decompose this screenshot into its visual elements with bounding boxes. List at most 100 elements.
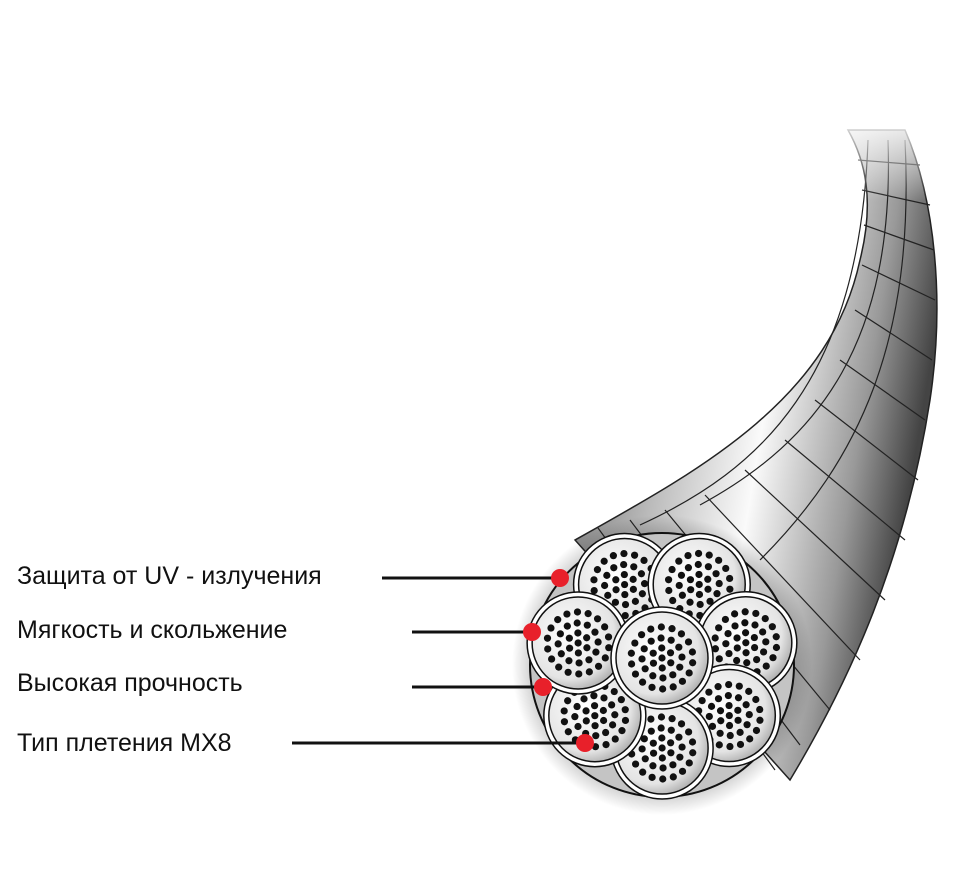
- fiber-dot: [657, 713, 666, 721]
- fiber-dot: [649, 762, 657, 770]
- fiber-dot: [772, 633, 780, 641]
- fiber-dot: [611, 598, 620, 606]
- fiber-dot: [575, 659, 583, 667]
- fiber-dot: [574, 649, 582, 657]
- fiber-dot: [627, 649, 635, 657]
- fiber-dot: [640, 580, 649, 588]
- marker-dot-softness: [523, 623, 541, 641]
- fiber-dot: [733, 656, 741, 665]
- fiber-dot: [564, 668, 572, 676]
- fiber-dot: [554, 616, 562, 624]
- fiber-dot: [708, 722, 717, 730]
- fiber-dot: [725, 649, 733, 658]
- fiber-dot: [557, 650, 565, 658]
- fiber-dot: [705, 688, 713, 696]
- fiber-dot: [601, 623, 609, 631]
- strands: [526, 532, 798, 800]
- grid-ring: [854, 309, 933, 361]
- fiber-dot: [600, 716, 608, 725]
- fiber-dot: [725, 701, 733, 710]
- fiber-dot: [684, 551, 692, 560]
- fiber-dot: [658, 754, 666, 762]
- fiber-dot: [563, 610, 571, 618]
- fiber-dot: [686, 576, 695, 584]
- fiber-dot: [574, 639, 582, 647]
- fiber-dot: [772, 643, 781, 652]
- fiber-dot: [753, 655, 761, 664]
- fiber-dot: [668, 715, 676, 723]
- fiber-dot: [593, 615, 602, 623]
- fiber-dot: [641, 755, 649, 763]
- fiber-dot: [665, 586, 673, 595]
- fiber-dot: [752, 726, 761, 735]
- fiber-dot: [621, 611, 629, 620]
- fiber-dot: [704, 575, 712, 583]
- fiber-dot: [641, 665, 649, 673]
- fiber-dot: [602, 728, 610, 737]
- fiber-dot: [601, 581, 609, 590]
- fiber-dot: [608, 701, 616, 709]
- fiber-dot: [573, 608, 582, 616]
- fiber-dot: [762, 638, 770, 646]
- fiber-dot: [658, 654, 666, 662]
- fiber-dot: [649, 649, 657, 657]
- fiber-dot: [629, 575, 637, 583]
- fiber-dot: [631, 597, 639, 605]
- fiber-dot: [647, 727, 655, 735]
- fiber-dot: [658, 744, 666, 752]
- fiber-dot: [621, 706, 629, 714]
- fiber-dot: [600, 557, 608, 565]
- grid-ring: [839, 359, 926, 421]
- fiber-dot: [669, 596, 677, 605]
- fiber-dot: [669, 671, 677, 679]
- fiber-dot: [564, 697, 572, 705]
- fiber-dot: [638, 678, 647, 686]
- fiber-dot: [759, 628, 767, 636]
- fiber-dot: [695, 580, 703, 589]
- fiber-dot: [605, 644, 613, 652]
- fiber-dot: [604, 633, 613, 641]
- label-softness: Мягкость и скольжение: [17, 616, 288, 644]
- marker-dot-braid: [576, 734, 594, 752]
- grid-strand: [699, 139, 890, 506]
- fiber-dot: [612, 576, 620, 584]
- fiber-dot: [659, 775, 667, 783]
- fiber-dot: [724, 629, 732, 638]
- fiber-dot: [742, 639, 750, 647]
- fiber-dot: [750, 633, 758, 642]
- fiber-dot: [574, 722, 582, 731]
- fiber-dot: [657, 724, 665, 732]
- fiber-dot: [667, 636, 675, 644]
- fiber-dot: [769, 654, 777, 662]
- core-strand: [610, 606, 714, 710]
- fiber-dot: [575, 670, 583, 678]
- fiber-dot: [631, 639, 639, 647]
- fiber-dot: [695, 590, 704, 599]
- fiber-dot: [736, 728, 744, 736]
- fiber-dot: [585, 668, 593, 676]
- fiber-dot: [649, 749, 658, 757]
- fiber-dot: [678, 591, 686, 599]
- fiber-dot: [694, 560, 702, 569]
- fiber-dot: [667, 739, 675, 747]
- fiber-dot: [762, 662, 770, 670]
- fiber-dot: [704, 563, 712, 571]
- fiber-dot: [637, 631, 646, 639]
- fiber-dot: [725, 680, 733, 689]
- fiber-dot: [756, 705, 764, 714]
- fiber-dot: [715, 624, 723, 632]
- grid-strand: [759, 139, 907, 561]
- fiber-dot: [761, 615, 769, 623]
- fiber-dot: [668, 565, 676, 574]
- fiber-dot: [544, 645, 552, 653]
- fiber-dot: [630, 551, 639, 559]
- fiber-dot: [756, 716, 764, 724]
- fiber-dot: [621, 600, 630, 609]
- fiber-dot: [736, 740, 745, 749]
- fiber-dot: [716, 707, 725, 715]
- fiber-dot: [669, 683, 677, 691]
- fiber-dot: [751, 621, 759, 629]
- fiber-dot: [610, 564, 618, 572]
- fiber-dot: [684, 564, 693, 572]
- fiber-dot: [618, 727, 626, 735]
